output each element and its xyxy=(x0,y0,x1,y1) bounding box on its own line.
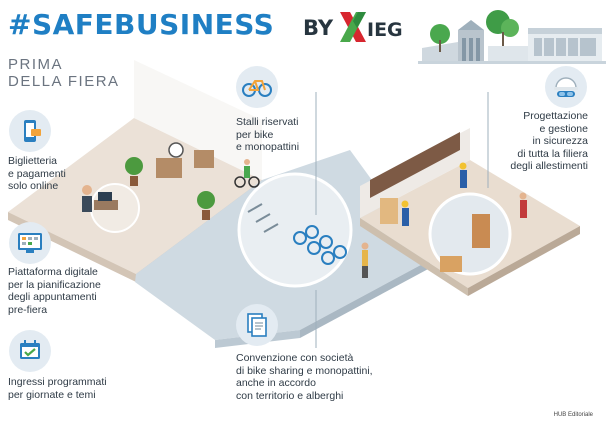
by-text: BY xyxy=(303,16,334,40)
stalli-line: Stalli riservati xyxy=(236,116,299,128)
pedestrian xyxy=(361,242,369,278)
piattaforma-line: pre-fiera xyxy=(8,303,48,316)
biglietteria-label: Biglietteria e pagamenti solo online xyxy=(8,155,66,193)
stalli-line: e monopattini xyxy=(236,141,300,153)
stalli-line: per bike xyxy=(236,128,274,141)
worker-3 xyxy=(519,192,527,218)
plant-2 xyxy=(197,191,215,220)
office-worker xyxy=(82,185,118,212)
convenzione-line: Convenzione con società xyxy=(236,352,354,364)
biglietteria-line: e pagamenti xyxy=(8,167,66,180)
plant-1 xyxy=(125,157,143,186)
documents-icon xyxy=(236,304,278,346)
worker-2 xyxy=(459,162,467,188)
piattaforma-line: per la pianificazione xyxy=(8,278,101,291)
expo-building-illustration xyxy=(418,10,606,64)
ingressi-label: Ingressi programmati per giornate e temi xyxy=(8,376,107,401)
progettazione-line: in sicurezza xyxy=(532,135,588,147)
stalli-label: Stalli riservati per bike e monopattini xyxy=(236,116,299,154)
biglietteria-line: solo online xyxy=(8,180,59,192)
progettazione-label: Progettazione e gestione in sicurezza di… xyxy=(484,110,588,173)
progettazione-line: Progettazione xyxy=(523,110,588,122)
biglietteria-line: Biglietteria xyxy=(8,155,58,167)
calendar-platform-icon xyxy=(9,222,51,264)
convenzione-line: anche in accordo xyxy=(236,377,316,389)
ieg-text: IEG xyxy=(367,19,403,41)
smartphone-payment-icon xyxy=(9,110,51,152)
section-title: PRIMA DELLA FIERA xyxy=(8,56,120,90)
worker-1 xyxy=(401,200,409,226)
ticket-calendar-icon xyxy=(9,330,51,372)
hashtag-title: #SAFEBUSINESS xyxy=(8,8,275,41)
safety-helmet-goggles-icon xyxy=(545,66,587,108)
credit-text: HUB Editoriale xyxy=(553,412,593,418)
bicycle-icon xyxy=(236,66,278,108)
piattaforma-line: Piattaforma digitale xyxy=(8,266,98,278)
ingressi-line: per giornate e temi xyxy=(8,388,96,401)
section-title-line1: PRIMA xyxy=(8,56,64,73)
progettazione-line: degli allestimenti xyxy=(510,160,588,172)
convenzione-line: con territorio e alberghi xyxy=(236,389,344,402)
convenzione-label: Convenzione con società di bike sharing … xyxy=(236,352,373,402)
progettazione-line: di tutta la filiera xyxy=(517,147,588,160)
ieg-x-logo-icon xyxy=(340,12,366,42)
by-ieg-logo: BY IEG xyxy=(303,8,418,44)
section-title-line2: DELLA FIERA xyxy=(8,73,120,90)
piattaforma-line: degli appuntamenti xyxy=(8,291,97,303)
progettazione-line: e gestione xyxy=(539,122,588,135)
cyclist xyxy=(234,159,260,188)
ingressi-line: Ingressi programmati xyxy=(8,376,107,388)
piattaforma-label: Piattaforma digitale per la pianificazio… xyxy=(8,266,101,316)
convenzione-line: di bike sharing e monopattini, xyxy=(236,364,373,377)
